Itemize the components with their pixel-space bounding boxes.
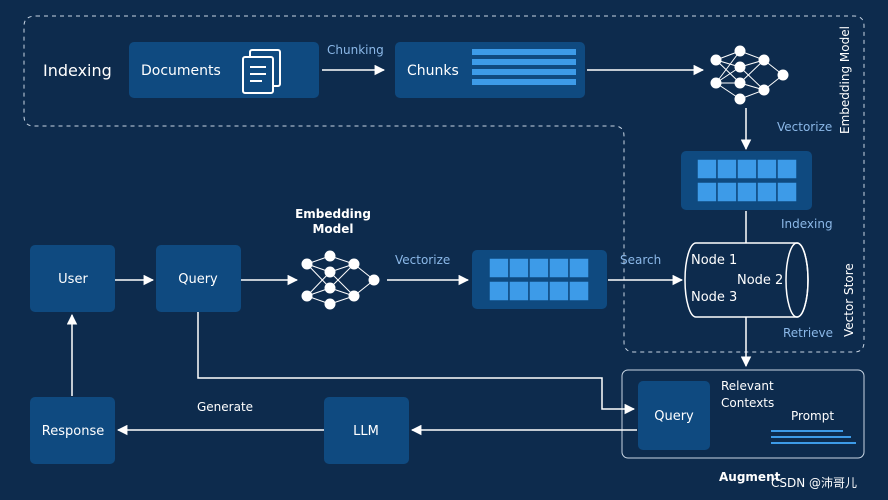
chunking-label: Chunking xyxy=(327,43,384,57)
vector-cells-top xyxy=(696,158,798,203)
documents-icon xyxy=(242,49,281,94)
embedding-model-label-2: Model xyxy=(312,222,353,236)
indexing-label: Indexing xyxy=(781,217,833,231)
user-box xyxy=(30,245,115,312)
relevant-label-2: Contexts xyxy=(721,396,774,410)
arrow-query-augment xyxy=(197,312,636,415)
neural-network-icon-mid xyxy=(301,250,380,310)
chunks-icon xyxy=(472,49,576,85)
watermark: CSDN @沛哥儿 xyxy=(771,476,857,490)
query-box xyxy=(156,245,241,312)
search-label: Search xyxy=(620,253,661,267)
vector-store-cylinder xyxy=(684,242,809,318)
llm-box xyxy=(324,397,409,464)
generate-label: Generate xyxy=(197,400,253,414)
augment-query-label: Query xyxy=(654,409,694,424)
indexing-title: Indexing xyxy=(43,61,112,80)
vectorize-mid-label: Vectorize xyxy=(395,253,450,267)
chunks-label: Chunks xyxy=(407,63,459,79)
augment-region xyxy=(621,369,865,459)
query-label: Query xyxy=(178,272,218,287)
augment-label: Augment xyxy=(719,470,781,484)
response-label: Response xyxy=(42,424,104,439)
augment-query-box xyxy=(638,381,710,450)
node-3: Node 3 xyxy=(691,290,737,305)
vector-store-side-label: Vector Store xyxy=(842,263,856,337)
vector-cells-mid xyxy=(488,257,590,302)
response-box xyxy=(30,397,115,464)
llm-label: LLM xyxy=(353,424,379,439)
node-1: Node 1 xyxy=(691,253,737,268)
embedding-model-label-1: Embedding xyxy=(295,207,371,221)
retrieve-label: Retrieve xyxy=(783,326,833,340)
documents-label: Documents xyxy=(141,63,221,79)
indexing-region xyxy=(23,15,865,353)
vectorize-top-label: Vectorize xyxy=(777,120,832,134)
prompt-label: Prompt xyxy=(791,409,834,423)
user-label: User xyxy=(58,272,88,287)
embedding-model-side-label: Embedding Model xyxy=(838,26,852,134)
neural-network-icon-top xyxy=(710,45,789,105)
relevant-label-1: Relevant xyxy=(721,379,774,393)
node-2: Node 2 xyxy=(737,273,783,288)
prompt-icon xyxy=(771,430,856,444)
